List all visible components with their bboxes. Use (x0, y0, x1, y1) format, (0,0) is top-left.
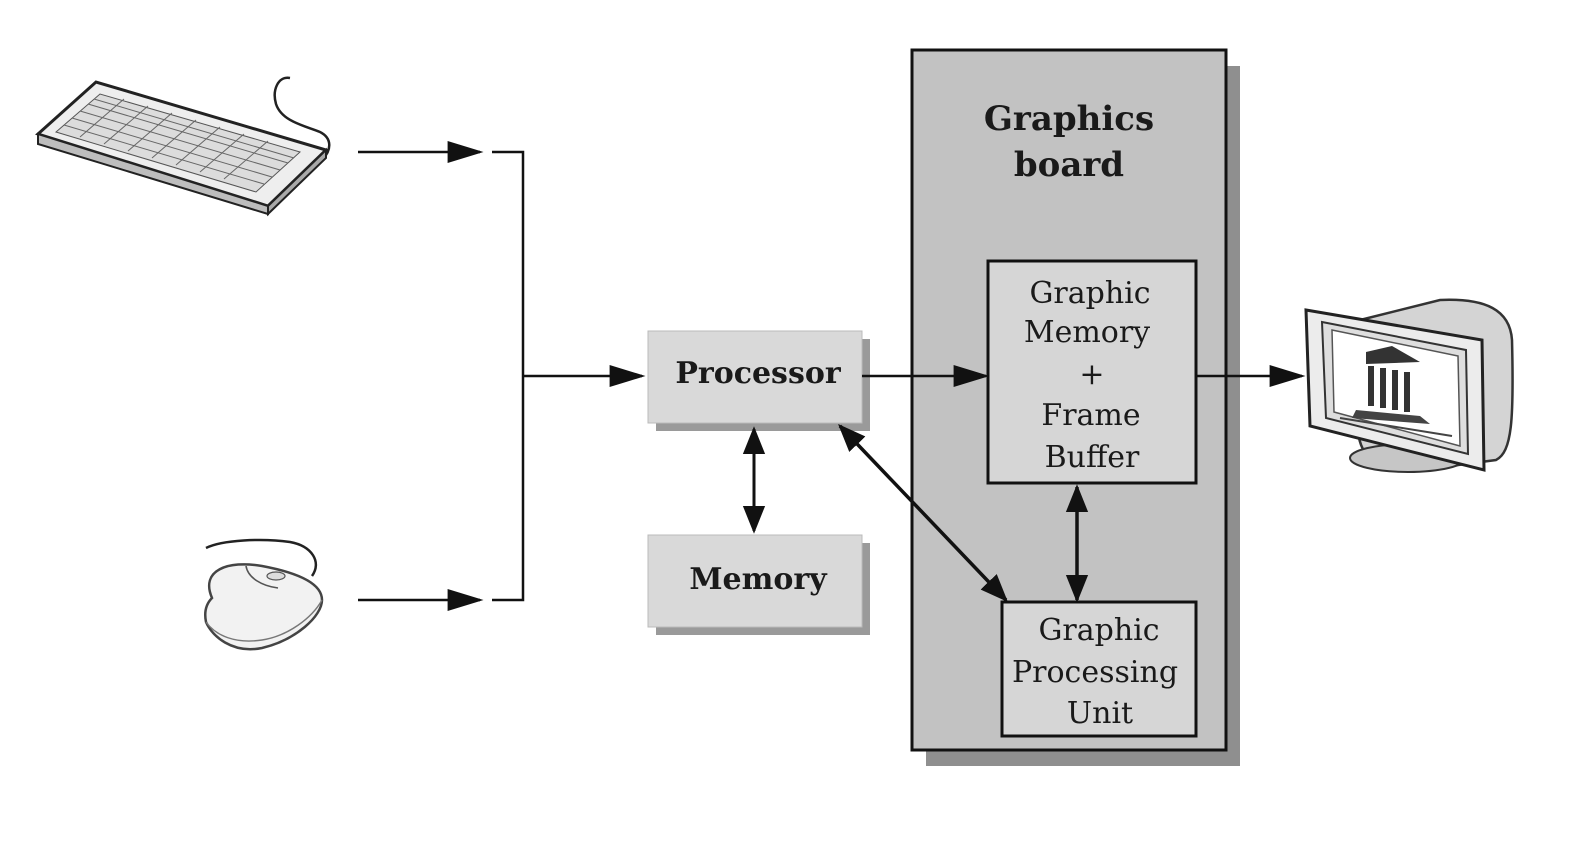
frame-buffer-box: Graphic Memory + Frame Buffer (986, 259, 1198, 485)
memory-label: Memory (689, 562, 828, 597)
frame-buffer-line5: Buffer (1045, 440, 1140, 475)
monitor-icon (1304, 298, 1514, 473)
mouse-icon (204, 538, 324, 651)
gpu-line1: Graphic (1038, 613, 1159, 648)
frame-buffer-line1: Graphic (1029, 276, 1150, 311)
frame-buffer-line3: + (1079, 357, 1104, 392)
gpu-line3: Unit (1067, 696, 1133, 731)
processor-gpu-arrow (838, 423, 1008, 603)
graphics-board-title-line1: Graphics (984, 99, 1154, 139)
frame-buffer-line2: Memory (1024, 315, 1150, 350)
building-icon (1339, 346, 1453, 437)
keyboard-icon (35, 76, 331, 217)
memory-box: Memory (647, 534, 870, 635)
input-bus (492, 150, 525, 602)
graphics-board-title-line2: board (1014, 145, 1124, 185)
gpu-line2: Processing (1012, 655, 1178, 690)
processor-box: Processor (647, 330, 870, 431)
gpu-box: Graphic Processing Unit (1000, 600, 1198, 738)
frame-buffer-line4: Frame (1041, 398, 1140, 433)
processor-label: Processor (675, 356, 842, 391)
